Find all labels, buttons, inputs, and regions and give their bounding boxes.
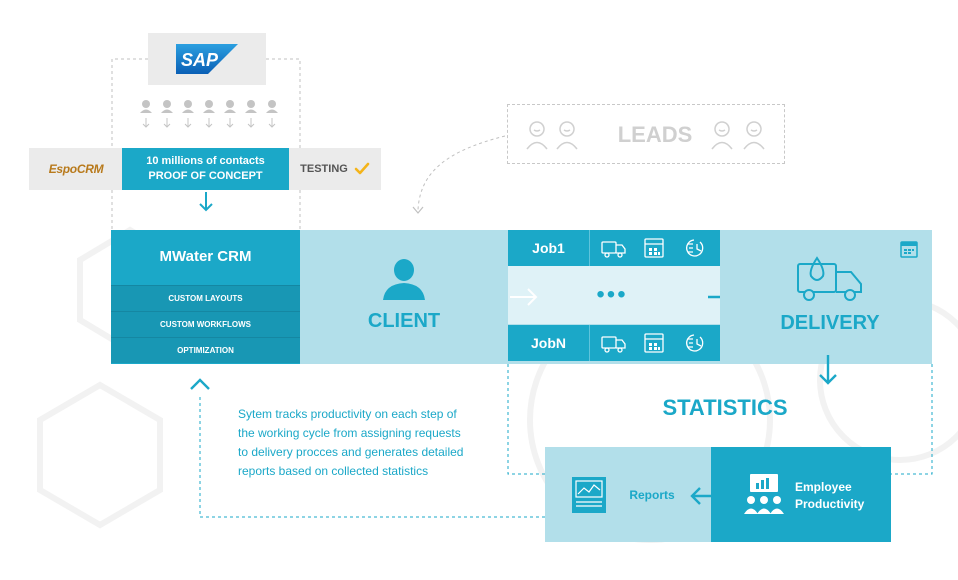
description-line: to delivery procces and generates detail… [238,445,464,459]
leads-label: LEADS [617,122,693,147]
client-label: CLIENT [367,309,441,332]
proof-of-concept-box: 10 millions of contacts PROOF OF CONCEPT [122,148,289,190]
delivery-box [720,230,932,364]
poc-title-text: PROOF OF CONCEPT [148,170,263,182]
jobn-label: JobN [508,325,590,361]
employee-productivity-box [711,447,891,542]
reports-icon [572,477,606,513]
lead-users-left-icon [526,121,578,150]
feature-custom-workflows: CUSTOM WORKFLOWS [111,311,300,337]
sap-logo-box: SAP [148,33,266,85]
calendar-icon [644,238,664,258]
more-jobs-dots: ••• [596,281,628,308]
down-arrow-icon [819,355,837,385]
job-row-first: Job1 [508,230,720,266]
espocrm-logo: EspoCRM [48,162,104,176]
employee-label-line: Productivity [795,497,865,511]
mwater-crm-title: MWater CRM [159,247,252,265]
description-text: Sytem tracks productivity on each step o… [238,405,510,483]
description-line: reports based on collected statistics [238,464,429,478]
leads-arrow-head [412,206,424,214]
svg-text:SAP: SAP [181,50,219,70]
down-arrow-icon [199,192,213,212]
job-row-last: JobN [508,325,720,361]
description-line: the working cycle from assigning request… [238,426,461,440]
sap-logo-icon: SAP [176,44,238,74]
client-user-icon [383,259,425,300]
up-chevron-icon [190,378,210,390]
poc-contacts-text: 10 millions of contacts [146,155,265,167]
calendar-icon [900,241,918,258]
jobs-middle-strip [508,266,720,324]
jobn-icons [601,333,704,353]
delivery-truck-icon [797,256,862,301]
feature-custom-layouts: CUSTOM LAYOUTS [111,285,300,311]
statistics-label: STATISTICS [662,395,788,420]
description-line: Sytem tracks productivity on each step o… [238,407,457,421]
feature-optimization: OPTIMIZATION [111,337,300,363]
truck-icon [601,241,626,258]
job1-label: Job1 [508,230,590,266]
lead-users-right-icon [711,121,765,150]
leads-box [507,104,785,164]
checkmark-icon [354,162,370,175]
left-arrow-icon [690,487,712,505]
truck-icon [601,336,626,353]
testing-box: TESTING [289,148,381,190]
light-right-arrow-icon [510,288,538,306]
delivery-label: DELIVERY [780,311,880,334]
contacts-users-icon [140,100,278,128]
reports-label: Reports [629,488,675,502]
espocrm-logo-box: EspoCRM [29,148,123,190]
timer-icon [686,334,704,352]
testing-label: TESTING [300,163,348,175]
timer-icon [686,239,704,257]
job1-icons [601,238,704,258]
employee-label-line: Employee [795,480,852,494]
employee-productivity-icon [744,474,784,514]
employee-productivity-label: Employee Productivity [795,479,885,513]
calendar-icon [644,333,664,353]
